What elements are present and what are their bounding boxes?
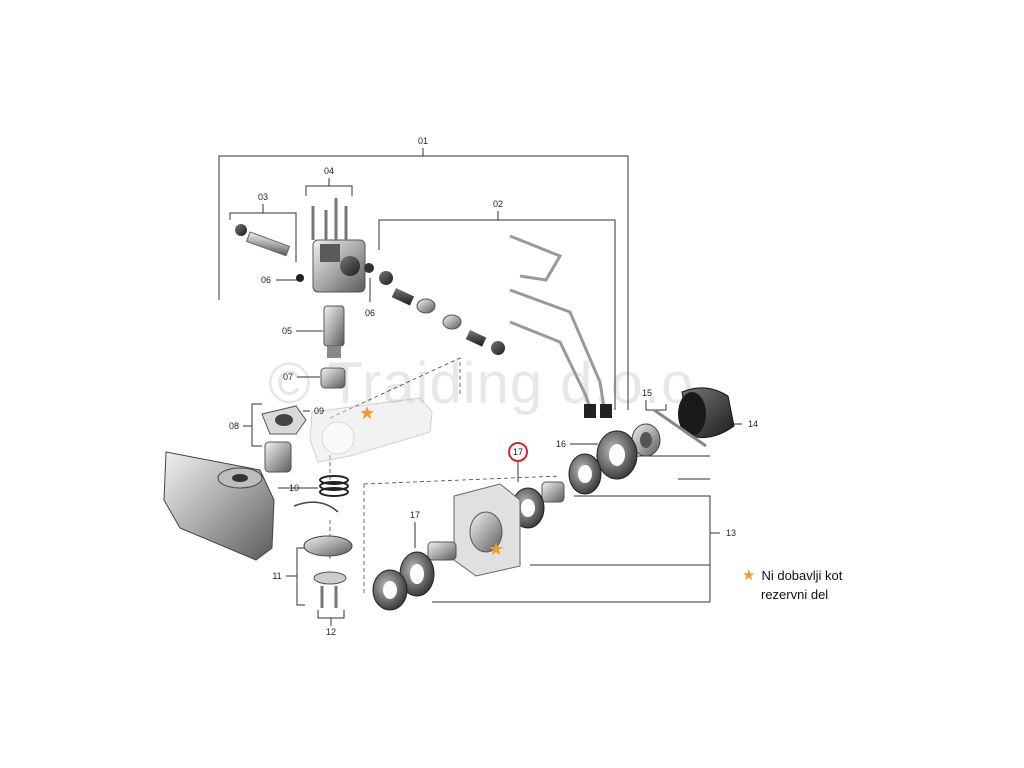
label-09: 09 bbox=[314, 406, 324, 416]
assembly-guides bbox=[329, 357, 561, 594]
seal-ring bbox=[296, 274, 304, 282]
label-12: 12 bbox=[326, 627, 336, 637]
coupling-body-faded bbox=[309, 397, 433, 463]
label-14: 14 bbox=[748, 419, 758, 429]
valve-housing bbox=[311, 198, 366, 293]
label-10: 10 bbox=[289, 483, 299, 493]
stem-pin bbox=[323, 305, 345, 358]
label-01: 01 bbox=[418, 136, 428, 146]
label-02: 02 bbox=[493, 199, 503, 209]
protective-cap bbox=[678, 387, 735, 439]
label-17-highlighted: 17 bbox=[513, 447, 523, 457]
coupling-jaw bbox=[163, 451, 353, 608]
legend-line-2: rezervni del bbox=[761, 587, 829, 602]
not-available-stars: ★ ★ bbox=[359, 403, 504, 559]
label-06: 06 bbox=[261, 275, 271, 285]
label-06: 06 bbox=[365, 308, 375, 318]
cover-plate bbox=[261, 405, 307, 473]
legend: ★ Ni dobavlji kot rezervni del bbox=[742, 566, 842, 604]
label-11: 11 bbox=[272, 571, 281, 581]
mounting-flange bbox=[427, 483, 521, 577]
plunger-assembly bbox=[235, 224, 291, 257]
star-marker: ★ bbox=[359, 403, 375, 423]
label-16: 16 bbox=[556, 439, 566, 449]
cable-assembly bbox=[379, 234, 612, 418]
label-13: 13 bbox=[726, 528, 736, 538]
label-15: 15 bbox=[642, 388, 652, 398]
label-08: 08 bbox=[229, 421, 239, 431]
label-05: 05 bbox=[282, 326, 292, 336]
legend-star-icon: ★ bbox=[742, 567, 756, 584]
seal-ring bbox=[364, 263, 374, 273]
leader-lines bbox=[218, 148, 742, 626]
bushing bbox=[320, 367, 346, 389]
rubber-rings bbox=[541, 430, 638, 503]
spring bbox=[319, 475, 349, 497]
label-03: 03 bbox=[258, 192, 268, 202]
highlight-circle bbox=[508, 442, 528, 462]
label-04: 04 bbox=[324, 166, 334, 176]
legend-line-1: Ni dobavlji kot bbox=[761, 568, 843, 583]
label-17: 17 bbox=[410, 510, 420, 520]
star-marker: ★ bbox=[488, 539, 504, 559]
lower-rings bbox=[372, 551, 435, 611]
label-07: 07 bbox=[283, 372, 293, 382]
